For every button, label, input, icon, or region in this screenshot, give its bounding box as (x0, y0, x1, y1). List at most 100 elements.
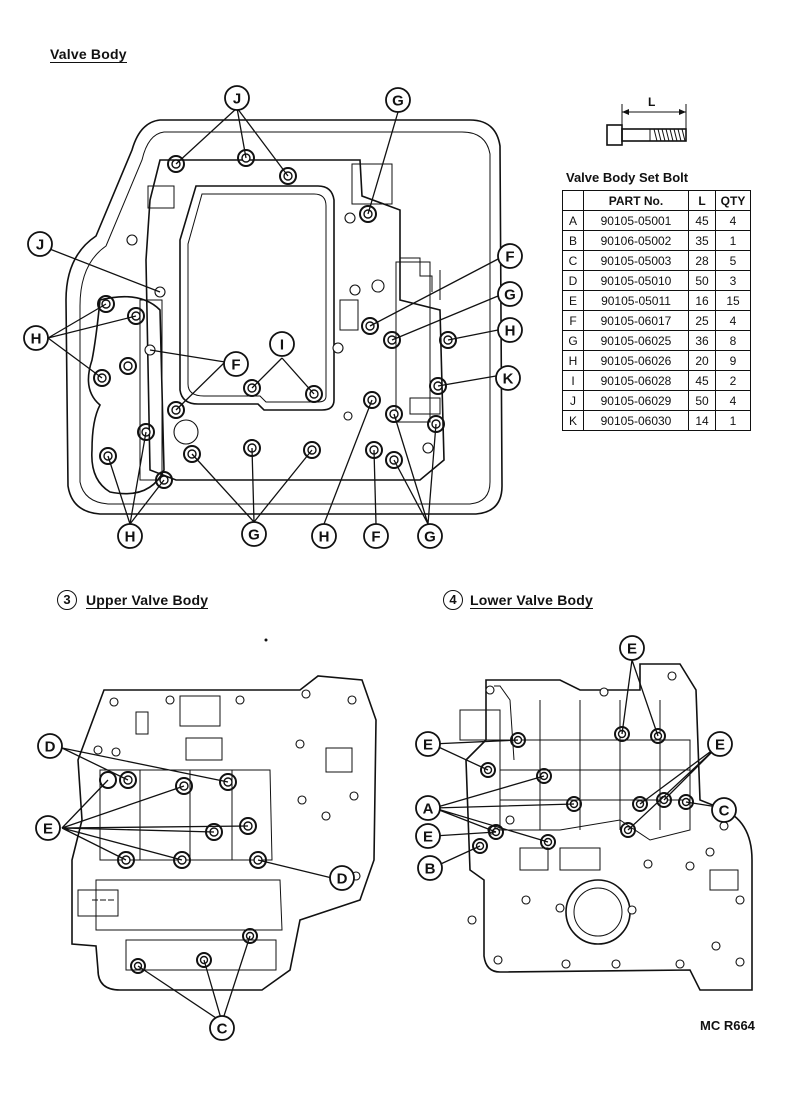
cell-l: 50 (688, 390, 716, 411)
cell-letter: C (562, 250, 584, 271)
header-l: L (688, 190, 716, 211)
svg-text:J: J (36, 237, 44, 254)
cell-part-no: 90105-05001 (583, 210, 689, 231)
callout-F-bottom: F (363, 523, 389, 549)
callout-upper-D-top: D (37, 733, 63, 759)
speck (264, 638, 268, 642)
svg-text:E: E (43, 821, 53, 838)
main-leader-lines (41, 107, 501, 525)
callout-H-bottom-left: H (117, 523, 143, 549)
cell-part-no: 90105-05010 (583, 270, 689, 291)
cell-l: 45 (688, 210, 716, 231)
callout-lower-C: C (711, 797, 737, 823)
cell-part-no: 90106-05002 (583, 230, 689, 251)
cell-part-no: 90105-06030 (583, 410, 689, 431)
callout-lower-E-top: E (619, 635, 645, 661)
bolt-length-label: L (648, 95, 656, 109)
callout-H-bottom-center: H (311, 523, 337, 549)
cell-letter: H (562, 350, 584, 371)
svg-text:E: E (423, 737, 433, 754)
cell-qty: 5 (715, 250, 751, 271)
svg-text:G: G (248, 527, 260, 544)
cell-letter: I (562, 370, 584, 391)
cell-l: 14 (688, 410, 716, 431)
cell-part-no: 90105-05003 (583, 250, 689, 271)
cell-qty: 8 (715, 330, 751, 351)
cell-part-no: 90105-05011 (583, 290, 689, 311)
cell-qty: 15 (715, 290, 751, 311)
callout-J-top: J (224, 85, 250, 111)
cell-qty: 1 (715, 410, 751, 431)
svg-text:A: A (423, 801, 434, 818)
callout-G-top: G (385, 87, 411, 113)
callout-upper-D-right: D (329, 865, 355, 891)
cell-part-no: 90105-06017 (583, 310, 689, 331)
callout-lower-A: A (415, 795, 441, 821)
cell-letter: D (562, 270, 584, 291)
svg-text:E: E (423, 829, 433, 846)
svg-text:F: F (505, 249, 514, 266)
bolt-table-title: Valve Body Set Bolt (566, 170, 689, 185)
svg-text:K: K (503, 371, 514, 388)
lower-valve-body (459, 663, 753, 991)
callout-F-center: F (223, 351, 249, 377)
callout-G-bottom-right: G (417, 523, 443, 549)
callout-H-right: H (497, 317, 523, 343)
cell-letter: F (562, 310, 584, 331)
callout-H-left: H (23, 325, 49, 351)
svg-text:D: D (45, 739, 56, 756)
svg-text:G: G (504, 287, 516, 304)
callout-lower-B: B (417, 855, 443, 881)
svg-text:I: I (280, 337, 284, 354)
svg-text:G: G (424, 529, 436, 546)
callout-G-right: G (497, 281, 523, 307)
svg-text:E: E (715, 737, 725, 754)
lower-leader-lines (431, 659, 725, 869)
cell-l: 50 (688, 270, 716, 291)
cell-letter: J (562, 390, 584, 411)
upper-valve-body (71, 675, 377, 991)
callout-G-bottom-center: G (241, 521, 267, 547)
cell-l: 25 (688, 310, 716, 331)
cell-qty: 3 (715, 270, 751, 291)
svg-text:C: C (217, 1021, 228, 1038)
cell-qty: 1 (715, 230, 751, 251)
upper-leader-lines (61, 747, 333, 1023)
cell-letter: E (562, 290, 584, 311)
cell-l: 16 (688, 290, 716, 311)
svg-text:F: F (231, 357, 240, 374)
cell-l: 28 (688, 250, 716, 271)
svg-text:C: C (719, 803, 730, 820)
callout-F-right: F (497, 243, 523, 269)
upper-valve-body-heading: Upper Valve Body (86, 592, 209, 609)
callout-lower-E-mid: E (415, 823, 441, 849)
bolt-sketch (606, 104, 687, 146)
cell-l: 36 (688, 330, 716, 351)
main-bolt-marks (93, 149, 457, 489)
svg-text:J: J (233, 91, 241, 108)
header-letter (562, 190, 584, 211)
cell-letter: A (562, 210, 584, 231)
cell-qty: 9 (715, 350, 751, 371)
cell-letter: G (562, 330, 584, 351)
svg-text:D: D (337, 871, 348, 888)
lower-valve-body-heading: Lower Valve Body (470, 592, 594, 609)
svg-text:H: H (31, 331, 42, 348)
table-header-row: PART No. L QTY (562, 190, 751, 211)
svg-text:H: H (319, 529, 330, 546)
cell-l: 45 (688, 370, 716, 391)
cell-qty: 2 (715, 370, 751, 391)
header-qty: QTY (715, 190, 751, 211)
callout-I-center: I (269, 331, 295, 357)
callout-lower-E-left: E (415, 731, 441, 757)
